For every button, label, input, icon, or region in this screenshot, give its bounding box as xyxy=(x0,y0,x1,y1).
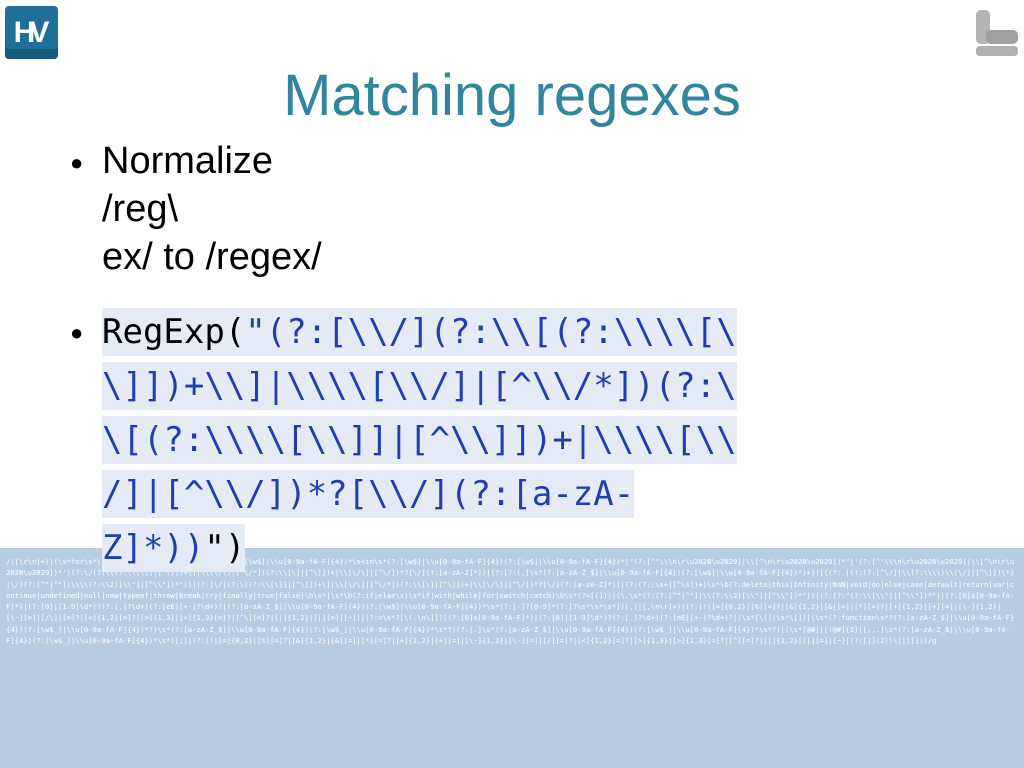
bullet-dot: ● xyxy=(70,150,84,175)
code-string: Z]*)) xyxy=(102,528,205,568)
code-line-last: Z]*))") xyxy=(102,524,246,578)
brand-logo: HV xyxy=(5,6,58,59)
slide-title: Matching regexes xyxy=(283,63,741,128)
code-line: \[(?:\\\\[\\]]|[^\\]])+|\\\\[\\ xyxy=(102,416,737,464)
code-line: /]|[^\\/])*?[\\/](?:[a-zA- xyxy=(102,470,635,518)
code-string: \]])+\\]|\\\\[\\/]|[^\\/*])(?:\ xyxy=(102,366,737,406)
code-suffix: ) xyxy=(224,528,246,568)
bullet-text: Normalize /reg\ ex/ to /regex/ xyxy=(102,137,322,281)
code-line: \]])+\\]|\\\\[\\/]|[^\\/*])(?:\ xyxy=(102,362,737,410)
code-line: Z]*))") xyxy=(102,524,246,572)
bullet-line: /reg\ xyxy=(102,188,179,230)
code-string: /]|[^\\/])*?[\\/](?:[a-zA- xyxy=(102,474,635,514)
logo-mark-icon xyxy=(976,10,1018,56)
footer-panel: /([\r\n]+)|(\s*for\s*\()|(?:[\w$]|\\u[0-… xyxy=(0,548,1024,768)
code-quote: " xyxy=(204,528,225,568)
bullet-line: Normalize xyxy=(102,140,274,182)
code-string: "(?:[\\/](?:\\[(?:\\\\[\ xyxy=(245,312,737,352)
bullet-dot: ● xyxy=(70,320,84,345)
brand-logo-text: HV xyxy=(13,15,50,49)
code-line: RegExp("(?:[\\/](?:\\[(?:\\\\[\ xyxy=(102,308,737,356)
code-block: RegExp("(?:[\\/](?:\\[(?:\\\\[\ \]])+\\]… xyxy=(102,308,952,524)
code-string: \[(?:\\\\[\\]]|[^\\]])+|\\\\[\\ xyxy=(102,420,737,460)
code-prefix: RegExp( xyxy=(102,312,246,352)
bullet-line: ex/ to /regex/ xyxy=(102,236,322,278)
footer-regex-text: /([\r\n]+)|(\s*for\s*\()|(?:[\w$]|\\u[0-… xyxy=(6,557,1015,646)
